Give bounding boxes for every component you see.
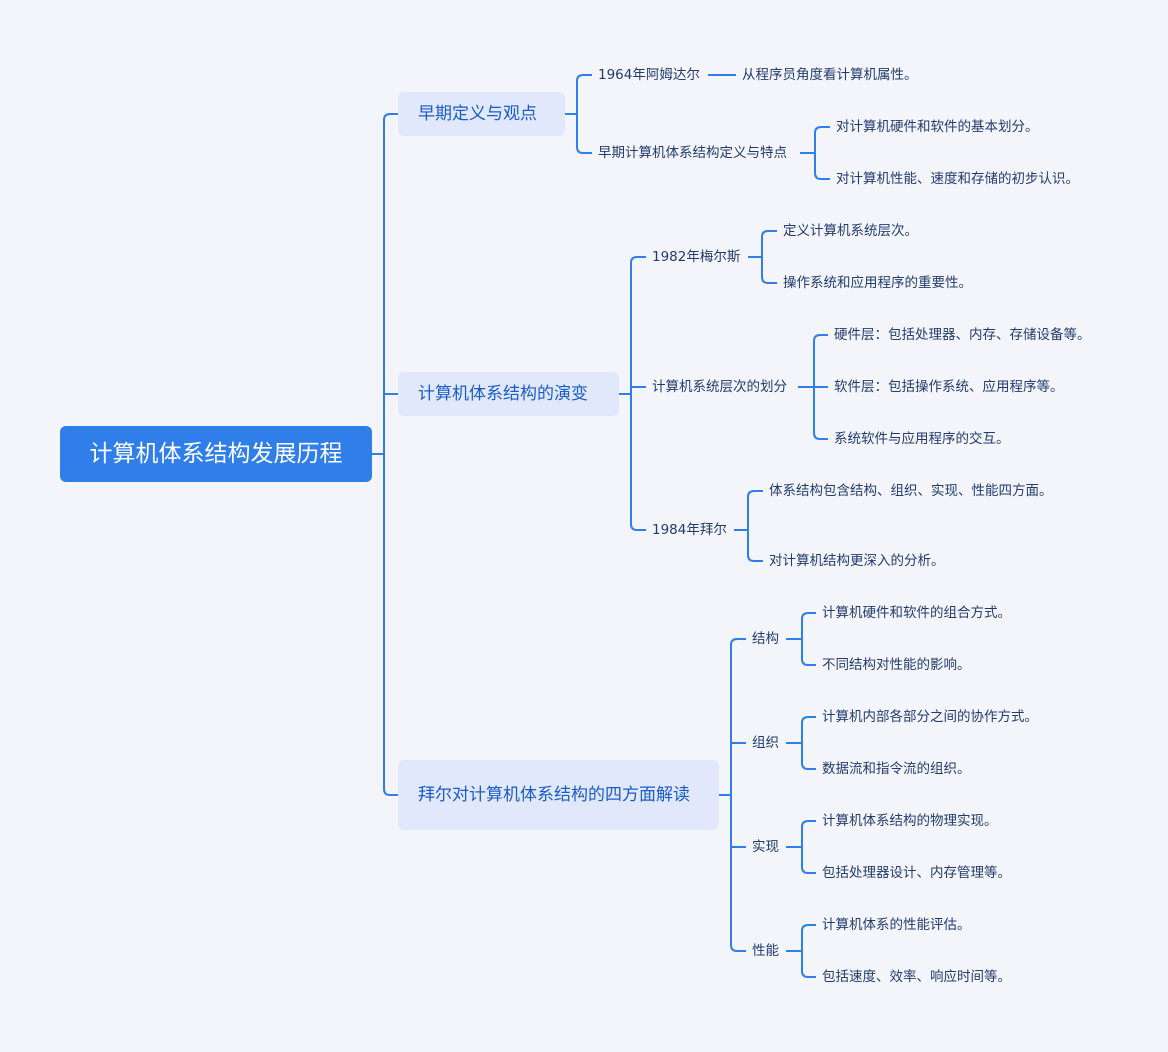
leaf-performance-awareness[interactable]: 对计算机性能、速度和存储的初步认识。	[836, 171, 1079, 187]
root-topic[interactable]: 计算机体系结构发展历程	[60, 426, 372, 482]
leaf-data-instruction-flow[interactable]: 数据流和指令流的组织。	[822, 761, 971, 777]
leaf-structure-performance[interactable]: 不同结构对性能的影响。	[822, 657, 971, 673]
b2-link-0	[730, 638, 746, 795]
b0-c1-link-1	[814, 153, 830, 180]
branch-four-aspects[interactable]: 拜尔对计算机体系结构的四方面解读	[398, 760, 719, 830]
b2-c3-link-1	[801, 951, 816, 978]
b2-c0-link-1	[801, 639, 816, 666]
b1-c2-link-1	[747, 530, 763, 562]
node-early-definition-features[interactable]: 早期计算机体系结构定义与特点	[598, 145, 787, 161]
leaf-processor-memory-design[interactable]: 包括处理器设计、内存管理等。	[822, 865, 1011, 881]
leaf-hardware-layer[interactable]: 硬件层：包括处理器、内存、存储设备等。	[834, 327, 1091, 343]
node-organization[interactable]: 组织	[752, 735, 779, 751]
leaf-sys-app-interaction[interactable]: 系统软件与应用程序的交互。	[834, 431, 1010, 447]
b0-link-0	[576, 74, 592, 114]
b2-c0-link-0	[801, 612, 816, 639]
branch-evolution[interactable]: 计算机体系结构的演变	[398, 372, 619, 416]
root-link-2	[383, 454, 398, 796]
node-myers-1982[interactable]: 1982年梅尔斯	[652, 249, 741, 265]
leaf-speed-efficiency[interactable]: 包括速度、效率、响应时间等。	[822, 969, 1011, 985]
leaf-organization-cooperation[interactable]: 计算机内部各部分之间的协作方式。	[822, 709, 1038, 725]
b2-c1-link-1	[801, 743, 816, 770]
leaf-software-layer[interactable]: 软件层：包括操作系统、应用程序等。	[834, 379, 1064, 395]
b1-c1-link-2	[813, 387, 828, 440]
node-amdahl-1964[interactable]: 1964年阿姆达尔	[598, 67, 700, 83]
leaf-hw-sw-division[interactable]: 对计算机硬件和软件的基本划分。	[836, 119, 1039, 135]
b2-c2-link-1	[801, 847, 816, 874]
leaf-os-apps-importance[interactable]: 操作系统和应用程序的重要性。	[783, 275, 972, 291]
b1-link-0	[630, 256, 646, 394]
leaf-programmer-view[interactable]: 从程序员角度看计算机属性。	[742, 67, 918, 83]
leaf-performance-evaluation[interactable]: 计算机体系的性能评估。	[822, 917, 971, 933]
node-baer-1984[interactable]: 1984年拜尔	[652, 522, 727, 538]
b1-link-2	[630, 394, 646, 531]
leaf-physical-implementation[interactable]: 计算机体系结构的物理实现。	[822, 813, 998, 829]
b0-c1-link-0	[814, 126, 830, 153]
b2-c1-link-0	[801, 716, 816, 743]
leaf-deeper-analysis[interactable]: 对计算机结构更深入的分析。	[769, 553, 945, 569]
leaf-structure-combination[interactable]: 计算机硬件和软件的组合方式。	[822, 605, 1011, 621]
leaf-four-aspects-content[interactable]: 体系结构包含结构、组织、实现、性能四方面。	[769, 483, 1053, 499]
node-system-layers[interactable]: 计算机系统层次的划分	[652, 379, 787, 395]
leaf-define-layers[interactable]: 定义计算机系统层次。	[783, 223, 918, 239]
node-structure[interactable]: 结构	[752, 631, 779, 647]
node-performance[interactable]: 性能	[752, 943, 779, 959]
branch-early-definitions[interactable]: 早期定义与观点	[398, 92, 565, 136]
root-link-0	[383, 113, 398, 454]
b2-c2-link-0	[801, 820, 816, 847]
b1-c2-link-0	[747, 490, 763, 530]
b1-c0-link-0	[761, 230, 777, 257]
b2-c3-link-0	[801, 924, 816, 951]
b2-link-3	[730, 795, 746, 952]
b0-link-1	[576, 114, 592, 154]
b1-c0-link-1	[761, 257, 777, 284]
node-implementation[interactable]: 实现	[752, 839, 779, 855]
b1-c1-link-0	[813, 334, 828, 387]
